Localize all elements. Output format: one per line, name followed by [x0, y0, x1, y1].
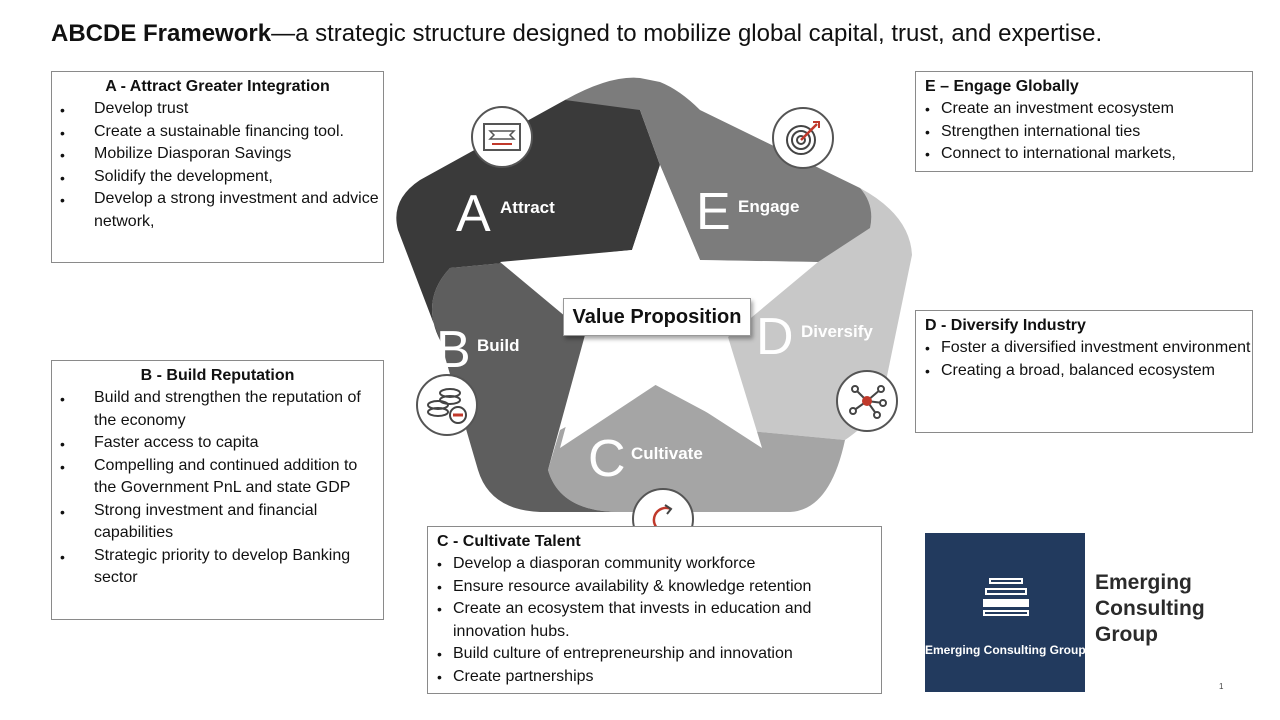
label-cultivate: Cultivate [631, 444, 703, 463]
list-item: Creating a broad, balanced ecosystem [916, 360, 1252, 383]
list-item: Create an investment ecosystem [916, 98, 1252, 121]
letter-e: E [696, 183, 731, 241]
list-item: Create a sustainable financing tool. [52, 121, 383, 143]
title-bold: ABCDE Framework [51, 20, 272, 47]
list-item: Solidify the development, [52, 166, 383, 188]
logo-text: Emerging Consulting Group [925, 643, 1086, 657]
segment-c [548, 382, 845, 512]
label-engage: Engage [738, 197, 799, 216]
box-engage: E – Engage Globally Create an investment… [915, 71, 1253, 172]
coins-icon [416, 374, 478, 436]
list-item: Strengthen international ties [916, 121, 1252, 144]
box-b-heading: B - Build Reputation [140, 367, 295, 384]
books-icon [983, 578, 1029, 616]
value-proposition-label: Value Proposition [563, 298, 751, 336]
company-name: Emerging Consulting Group [1095, 570, 1245, 648]
company-name-line: Group [1095, 623, 1158, 646]
list-item: Create partnerships [428, 666, 881, 689]
list-item: Create an ecosystem that invests in educ… [428, 598, 881, 643]
list-item: Strategic priority to develop Banking se… [52, 545, 383, 590]
title-rest: —a strategic structure designed to mobil… [271, 20, 1103, 47]
list-item: Faster access to capita [52, 432, 383, 455]
list-item: Mobilize Diasporan Savings [52, 143, 383, 166]
box-a-heading: A - Attract Greater Integration [105, 78, 330, 95]
box-diversify: D - Diversify Industry Foster a diversif… [915, 310, 1253, 433]
label-build: Build [477, 336, 520, 355]
company-name-line: Emerging [1095, 571, 1192, 594]
list-item: Connect to international markets, [916, 143, 1252, 166]
letter-b: B [436, 321, 471, 379]
letter-c: C [588, 430, 626, 488]
list-item: Develop a strong investment and advice n… [52, 188, 383, 233]
label-diversify: Diversify [801, 322, 873, 341]
box-c-heading: C - Cultivate Talent [437, 533, 581, 550]
company-name-line: Consulting [1095, 597, 1205, 620]
list-item: Strong investment and financial capabili… [52, 500, 383, 545]
box-e-heading: E – Engage Globally [925, 78, 1079, 95]
network-icon [836, 370, 898, 432]
list-item: Develop a diasporan community workforce [428, 553, 881, 576]
list-item: Ensure resource availability & knowledge… [428, 576, 881, 599]
box-build: B - Build Reputation Build and strengthe… [51, 360, 384, 620]
certificate-icon [471, 106, 533, 168]
list-item: Build and strengthen the reputation of t… [52, 387, 383, 432]
letter-d: D [756, 308, 794, 366]
label-attract: Attract [500, 198, 555, 217]
list-item: Compelling and continued addition to the… [52, 455, 383, 500]
box-d-heading: D - Diversify Industry [925, 317, 1086, 334]
target-icon [772, 107, 834, 169]
page-number: 1 [1219, 682, 1224, 691]
letter-a: A [456, 185, 491, 243]
page-title: ABCDE Framework—a strategic structure de… [51, 20, 1102, 48]
box-attract: A - Attract Greater Integration Develop … [51, 71, 384, 263]
list-item: Build culture of entrepreneurship and in… [428, 643, 881, 666]
list-item: Foster a diversified investment environm… [916, 337, 1252, 360]
list-item: Develop trust [52, 98, 383, 121]
box-cultivate: C - Cultivate Talent Develop a diasporan… [427, 526, 882, 694]
segment-a [396, 92, 660, 340]
company-logo: Emerging Consulting Group [925, 533, 1086, 692]
segment-e [565, 77, 872, 262]
